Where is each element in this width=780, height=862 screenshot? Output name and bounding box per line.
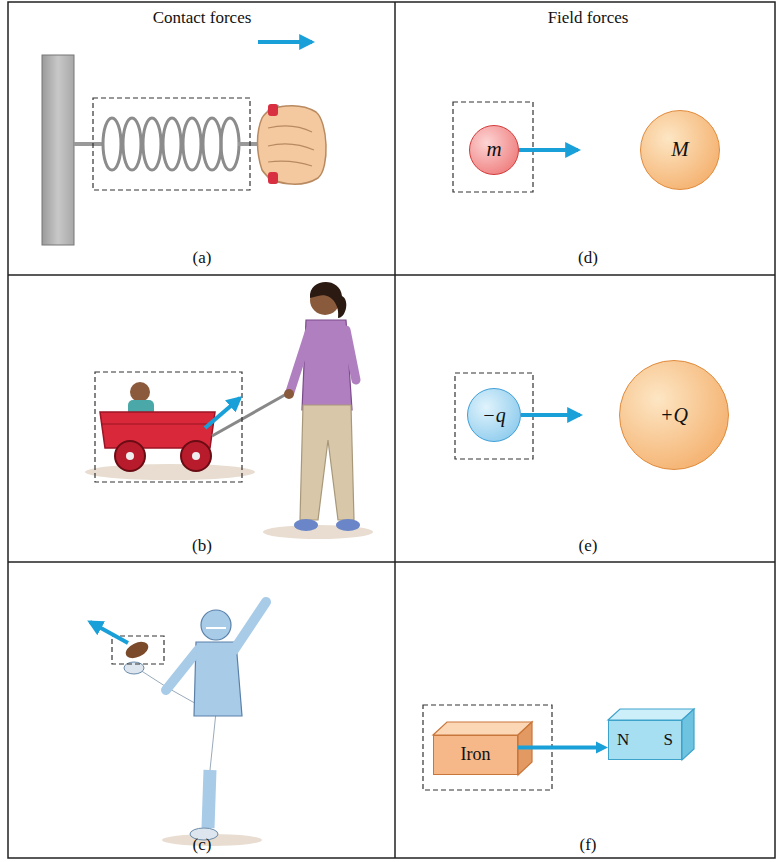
box-faces [423,705,694,790]
panel-letter: (a) [193,248,212,268]
arrow-head [596,742,608,754]
mass-symbol: m [486,138,501,161]
iron-block: Iron [433,735,518,775]
charge-sphere: +Q [619,360,729,470]
material-name: Iron [461,745,491,765]
panel-letter: (f) [580,835,597,855]
column-heading: Field forces [548,8,629,28]
charge-symbol: +Q [660,404,688,426]
mass-sphere: m [469,125,519,175]
mass-sphere: M [640,110,720,190]
panel-letter: (b) [192,536,212,556]
force-arrow [518,742,608,754]
spring-scene [42,42,326,245]
column-heading: Contact forces [153,8,252,28]
mass-symbol: M [671,138,689,161]
table-grid [8,2,775,858]
panel-letter: (e) [579,536,598,556]
field-force-marks [453,102,580,459]
pole-letter: S [664,731,673,750]
charge-sphere: −q [467,388,521,442]
pole-letter: N [617,731,629,750]
charge-symbol: −q [482,404,506,426]
panel-letter: (d) [578,248,598,268]
panel-letter: (c) [193,835,212,855]
bar-magnet: NS [608,720,682,760]
arrow-shaft [518,746,596,750]
wagon-scene [85,282,373,539]
kicker-scene [90,602,266,846]
